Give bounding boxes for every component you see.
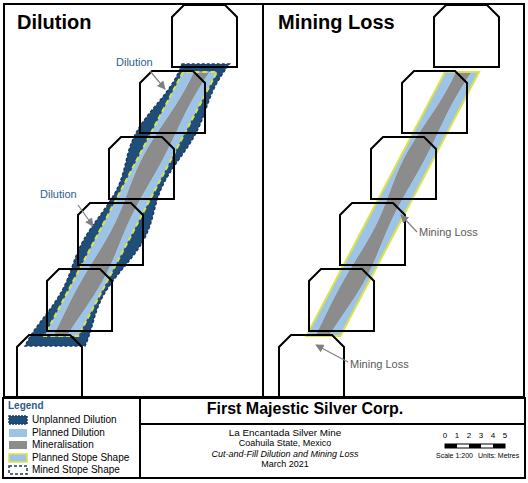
legend-text: Unplanned Dilution <box>32 414 117 425</box>
scale-text: Scale 1:200 <box>436 452 473 460</box>
legend-swatch <box>8 428 28 438</box>
mineralisation <box>53 72 210 336</box>
info-line: Coahuila State, Mexico <box>140 438 430 448</box>
info-line: Cut-and-Fill Dilution and Mining Loss <box>140 449 430 459</box>
units-text: Units: Metres <box>478 452 519 460</box>
company-title: First Majestic Silver Corp. <box>140 400 470 418</box>
drift-outline <box>140 71 205 133</box>
scale-number: 1 <box>455 432 459 441</box>
mineralisation <box>315 72 472 336</box>
leader-line <box>401 215 417 232</box>
legend-text: Planned Stope Shape <box>32 452 129 463</box>
legend-swatch <box>9 441 27 449</box>
drift-outline <box>340 203 405 265</box>
legend-row: Mineralisation <box>8 439 94 450</box>
drift-fill <box>434 5 499 67</box>
planned-stope-shape <box>44 72 217 336</box>
info-line: March 2021 <box>140 459 430 469</box>
leader-lines <box>78 71 417 362</box>
drift-fill <box>279 335 344 397</box>
scale-number: 3 <box>479 432 483 441</box>
legend-text: Planned Dilution <box>32 427 105 438</box>
callout-label: Mining Loss <box>419 226 478 238</box>
drift-outline <box>172 5 237 67</box>
drift-outline <box>434 5 499 67</box>
legend-swatch <box>9 416 27 424</box>
legend-swatch <box>8 440 28 450</box>
scale-number: 4 <box>491 432 495 441</box>
planned-stope-shape <box>306 72 479 336</box>
drift-outline <box>371 137 436 199</box>
legend-row: Unplanned Dilution <box>8 414 117 425</box>
info-box: La Encantada Silver MineCoahuila State, … <box>140 426 430 477</box>
legend-text: Mined Stope Shape <box>32 464 120 475</box>
scale-bar <box>445 444 505 448</box>
legend-swatch <box>9 466 27 474</box>
vein <box>25 64 230 346</box>
scale-number: 2 <box>467 432 471 441</box>
callout-label: Mining Loss <box>350 358 409 370</box>
legend-swatch <box>8 465 28 475</box>
scale-number: 0 <box>443 432 447 441</box>
legend-row: Mined Stope Shape <box>8 464 120 475</box>
legend-swatch <box>8 415 28 425</box>
drift-outline <box>402 71 467 133</box>
drift-outline <box>47 269 112 331</box>
callout-label: Dilution <box>116 56 153 68</box>
legend-swatch <box>9 454 27 462</box>
legend-swatch <box>8 453 28 463</box>
legend-row: Planned Stope Shape <box>8 452 129 463</box>
drift-outline <box>109 137 174 199</box>
scale-number: 5 <box>503 432 507 441</box>
vein <box>306 72 479 336</box>
legend-swatch <box>9 429 27 437</box>
panel-heading: Mining Loss <box>278 11 523 34</box>
leader-line <box>316 345 348 362</box>
legend-text: Mineralisation <box>32 439 94 450</box>
planned-dilution <box>44 72 217 336</box>
title-block-frame <box>3 398 525 478</box>
drift-outline <box>279 335 344 397</box>
leader-line <box>78 205 93 226</box>
drift-outline <box>78 203 143 265</box>
leader-line <box>150 71 165 89</box>
panel-heading: Dilution <box>17 11 262 34</box>
legend-row: Planned Dilution <box>8 427 105 438</box>
legend-heading: Legend <box>8 400 44 411</box>
panel: Mining Loss <box>262 3 525 398</box>
drift-outline <box>309 269 374 331</box>
drift-outline <box>17 335 82 397</box>
unplanned-dilution <box>25 64 230 346</box>
callout-label: Dilution <box>40 188 77 200</box>
drift-fill <box>172 5 237 67</box>
info-line: La Encantada Silver Mine <box>140 427 430 438</box>
planned-dilution <box>306 72 479 336</box>
